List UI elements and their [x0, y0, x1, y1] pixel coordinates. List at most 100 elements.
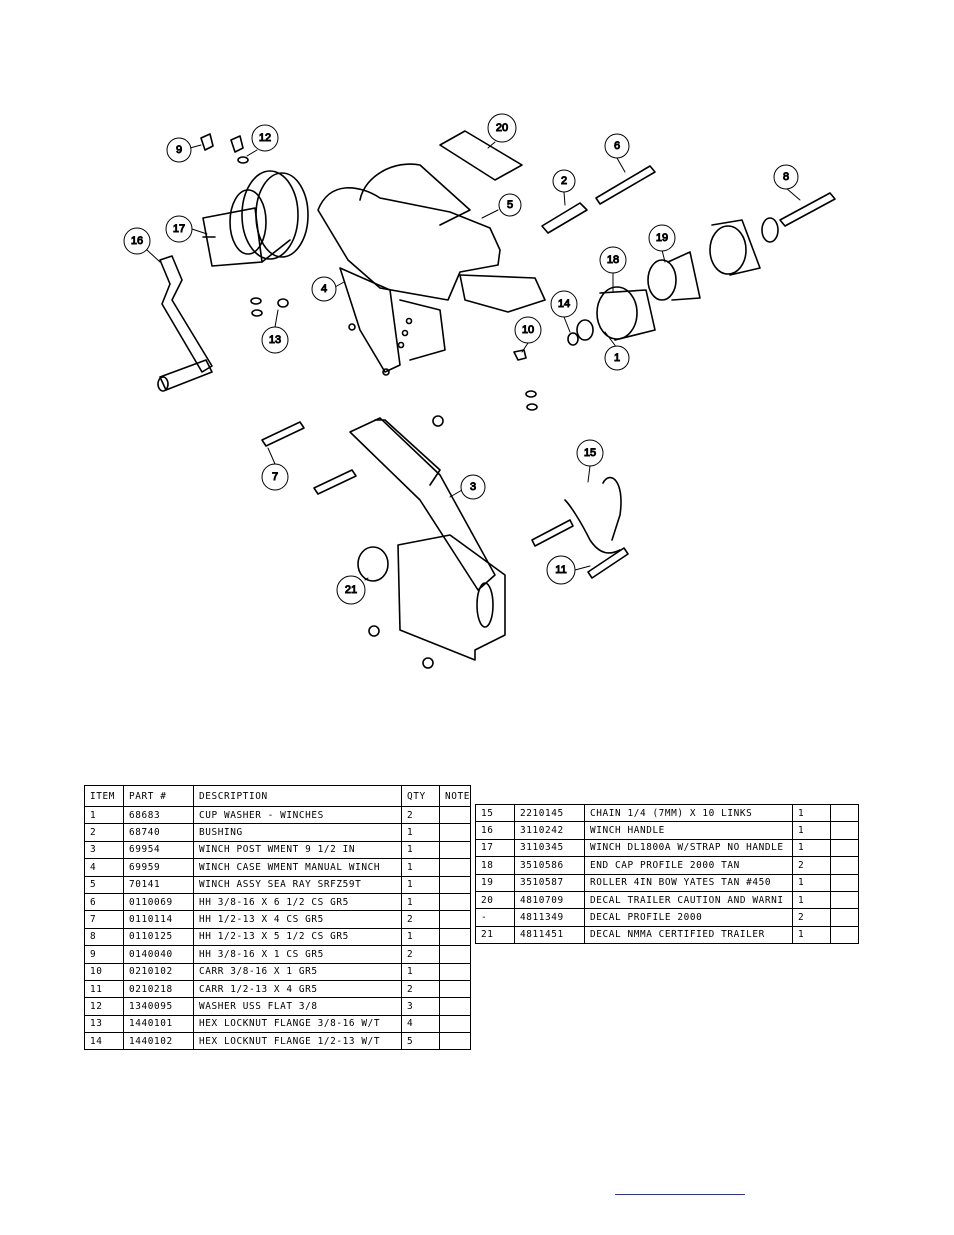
cell-description: HH 3/8-16 X 1 CS GR5 [193, 945, 402, 964]
callout-19: 19 [648, 224, 676, 252]
cell-part-number: 3110242 [514, 821, 585, 840]
cell-note [830, 803, 859, 823]
cell-note [830, 890, 859, 910]
cell-note [439, 1032, 471, 1051]
cell-qty: 2 [401, 979, 440, 999]
cell-description: WINCH ASSY SEA RAY SRFZ59T [193, 875, 402, 894]
decal-21-part [357, 546, 389, 582]
cell-part-number: 69959 [123, 858, 194, 877]
chain-part [531, 476, 629, 579]
callout-11: 11 [546, 555, 576, 585]
callout-10: 10 [514, 316, 542, 344]
cell-qty: 1 [792, 803, 831, 823]
cell-qty: 1 [401, 962, 440, 981]
cell-note [439, 997, 471, 1016]
header-item: ITEM [84, 785, 124, 807]
callout-18: 18 [599, 246, 627, 274]
cell-item: 15 [475, 803, 515, 823]
cell-description: HH 3/8-16 X 6 1/2 CS GR5 [193, 892, 402, 912]
cell-note [830, 838, 859, 858]
callout-15: 15 [576, 439, 604, 467]
cell-part-number: 69954 [123, 840, 194, 860]
callout-bubbles: 9 12 20 6 2 8 17 16 5 4 19 18 13 14 10 1… [123, 113, 799, 605]
cell-qty: 1 [401, 858, 440, 877]
svg-text:11: 11 [555, 564, 566, 576]
winch-case-part [317, 163, 546, 376]
table-header-row: ITEM PART # DESCRIPTION QTY NOTE [84, 785, 471, 807]
cell-item: 9 [84, 945, 124, 964]
cell-item: 11 [84, 979, 124, 999]
cell-qty: 1 [401, 875, 440, 894]
cell-note [439, 840, 471, 860]
leader-lines [146, 141, 801, 581]
svg-text:4: 4 [321, 283, 327, 295]
cell-description: WINCH CASE WMENT MANUAL WINCH [193, 858, 402, 877]
cell-item: 4 [84, 858, 124, 877]
cell-description: HH 1/2-13 X 5 1/2 CS GR5 [193, 927, 402, 947]
cell-qty: 1 [792, 873, 831, 892]
cell-qty: 4 [401, 1014, 440, 1034]
svg-text:12: 12 [259, 132, 271, 144]
cell-note [439, 927, 471, 947]
svg-text:15: 15 [584, 447, 596, 459]
cell-description: DECAL PROFILE 2000 [584, 908, 793, 927]
callout-17: 17 [165, 215, 193, 243]
callout-4: 4 [311, 276, 337, 302]
cell-description: END CAP PROFILE 2000 TAN [584, 856, 793, 875]
cell-description: CARR 1/2-13 X 4 GR5 [193, 979, 402, 999]
cell-part-number: 3510587 [514, 873, 585, 892]
cell-part-number: 0110069 [123, 892, 194, 912]
callout-12: 12 [251, 124, 279, 152]
cell-item: 16 [475, 821, 515, 840]
winch-handle-part [157, 255, 213, 392]
cell-part-number: 1440101 [123, 1014, 194, 1034]
cell-part-number: 1340095 [123, 997, 194, 1016]
callout-8: 8 [773, 164, 799, 190]
cell-item: 5 [84, 875, 124, 894]
cell-part-number: 68683 [123, 805, 194, 825]
cell-note [439, 892, 471, 912]
cell-qty: 1 [401, 927, 440, 947]
cell-description: WASHER USS FLAT 3/8 [193, 997, 402, 1016]
footer-link[interactable] [615, 1180, 745, 1195]
svg-text:18: 18 [607, 254, 619, 266]
callout-5: 5 [498, 193, 522, 217]
cell-note [830, 908, 859, 927]
cell-note [439, 805, 471, 825]
cell-description: WINCH HANDLE [584, 821, 793, 840]
roller-assembly-part [567, 217, 779, 346]
svg-text:2: 2 [561, 175, 567, 187]
cell-item: 20 [475, 890, 515, 910]
cell-note [439, 823, 471, 842]
cell-part-number: 1440102 [123, 1032, 194, 1051]
cell-item: 3 [84, 840, 124, 860]
cell-item: 7 [84, 910, 124, 929]
svg-text:19: 19 [656, 232, 668, 244]
cell-description: HH 1/2-13 X 4 CS GR5 [193, 910, 402, 929]
cell-description: DECAL NMMA CERTIFIED TRAILER [584, 925, 793, 945]
cell-qty: 1 [401, 840, 440, 860]
svg-text:20: 20 [496, 122, 508, 134]
cell-qty: 1 [792, 838, 831, 858]
cell-note [439, 962, 471, 981]
cell-description: CUP WASHER - WINCHES [193, 805, 402, 825]
bolt-7a-part [261, 421, 305, 447]
svg-text:21: 21 [345, 584, 357, 596]
cell-qty: 2 [401, 945, 440, 964]
cell-note [830, 873, 859, 892]
